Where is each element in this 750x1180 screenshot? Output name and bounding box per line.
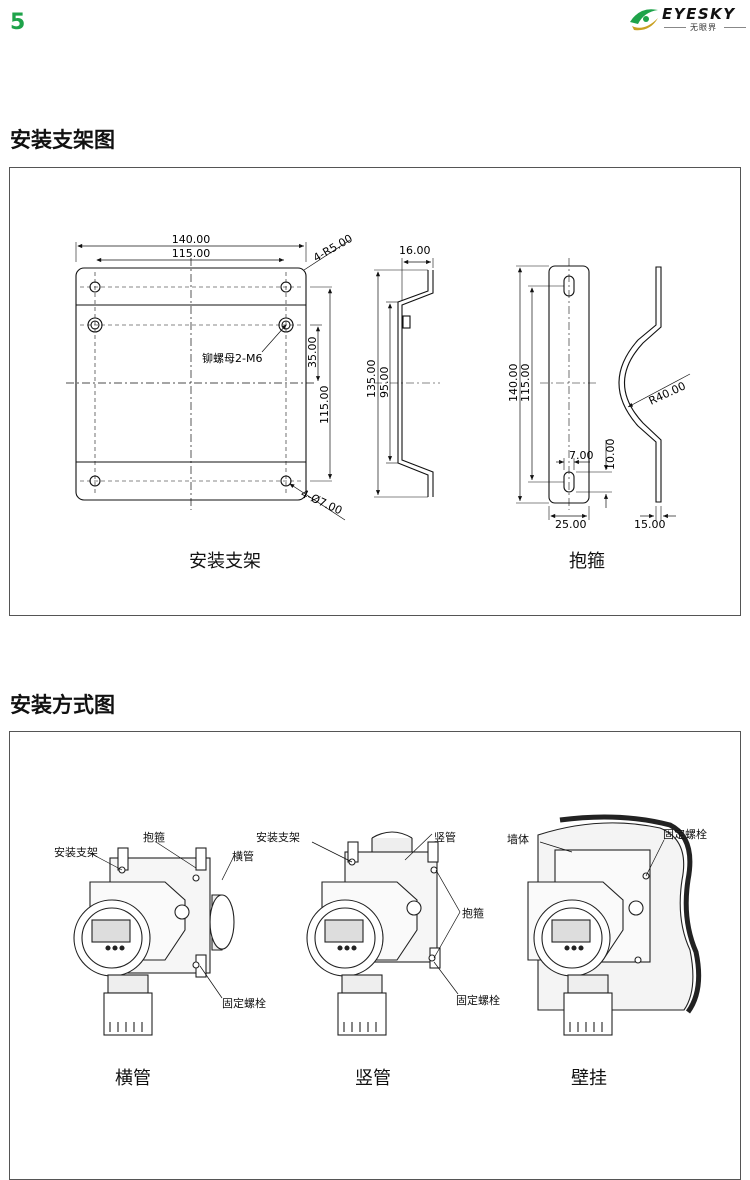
brand-name: EYESKY (662, 5, 736, 23)
device-vertical-pipe (306, 831, 441, 1036)
nut-label: 铆螺母2-M6 (202, 351, 262, 365)
label-v-hoop: 抱箍 (462, 907, 484, 920)
caption-vertical-pipe: 竖管 (355, 1068, 391, 1089)
dim-hole-spacing-small: 35.00 (306, 337, 319, 369)
section-title-installation: 安装方式图 (10, 693, 115, 717)
caption-bracket: 安装支架 (189, 551, 261, 572)
label-h-pipe: 横管 (232, 850, 254, 863)
label-v-bolt: 固定螺栓 (456, 994, 500, 1007)
dim-side-inner: 95.00 (378, 367, 391, 399)
page-number: 5 (10, 10, 26, 35)
device-wall-mount (527, 814, 702, 1036)
logo-icon (630, 9, 658, 31)
caption-wall-mount: 壁挂 (571, 1068, 607, 1089)
dim-hoop-height-inner: 115.00 (519, 364, 532, 403)
hoop-front-view (516, 258, 612, 520)
brand-logo: EYESKY 无眼界 (624, 2, 750, 36)
bracket-side-view (374, 258, 440, 498)
label-v-bracket: 安装支架 (256, 831, 300, 844)
label-w-bolt: 固定螺栓 (663, 828, 707, 841)
dim-width-inner: 115.00 (172, 247, 211, 260)
device-horizontal-pipe (73, 847, 235, 1036)
dim-slot-width: 7.00 (569, 449, 594, 462)
brand-subtitle: 无眼界 (690, 23, 717, 32)
dim-side-height: 135.00 (365, 360, 378, 399)
label-w-wall: 墙体 (507, 833, 529, 846)
label-h-hoop: 抱箍 (143, 831, 165, 844)
caption-horizontal-pipe: 横管 (115, 1068, 151, 1089)
dim-side-top: 16.00 (399, 244, 431, 257)
section-title-bracket: 安装支架图 (10, 128, 115, 152)
hoop-side-view (618, 266, 691, 520)
dim-hole-spacing-large: 115.00 (318, 386, 331, 425)
bracket-front-view (66, 239, 351, 521)
bracket-drawing-frame (9, 167, 741, 616)
dim-width-outer: 140.00 (172, 233, 211, 246)
dim-slot-length: 10.00 (604, 439, 617, 471)
label-v-pipe: 竖管 (434, 831, 456, 844)
caption-hoop: 抱箍 (569, 551, 605, 572)
label-h-bolt: 固定螺栓 (222, 997, 266, 1010)
dim-hoop-width: 25.00 (555, 518, 587, 531)
label-h-bracket: 安装支架 (54, 846, 98, 859)
dim-hoop-side-width: 15.00 (634, 518, 666, 531)
dim-hoop-height-outer: 140.00 (507, 364, 520, 403)
